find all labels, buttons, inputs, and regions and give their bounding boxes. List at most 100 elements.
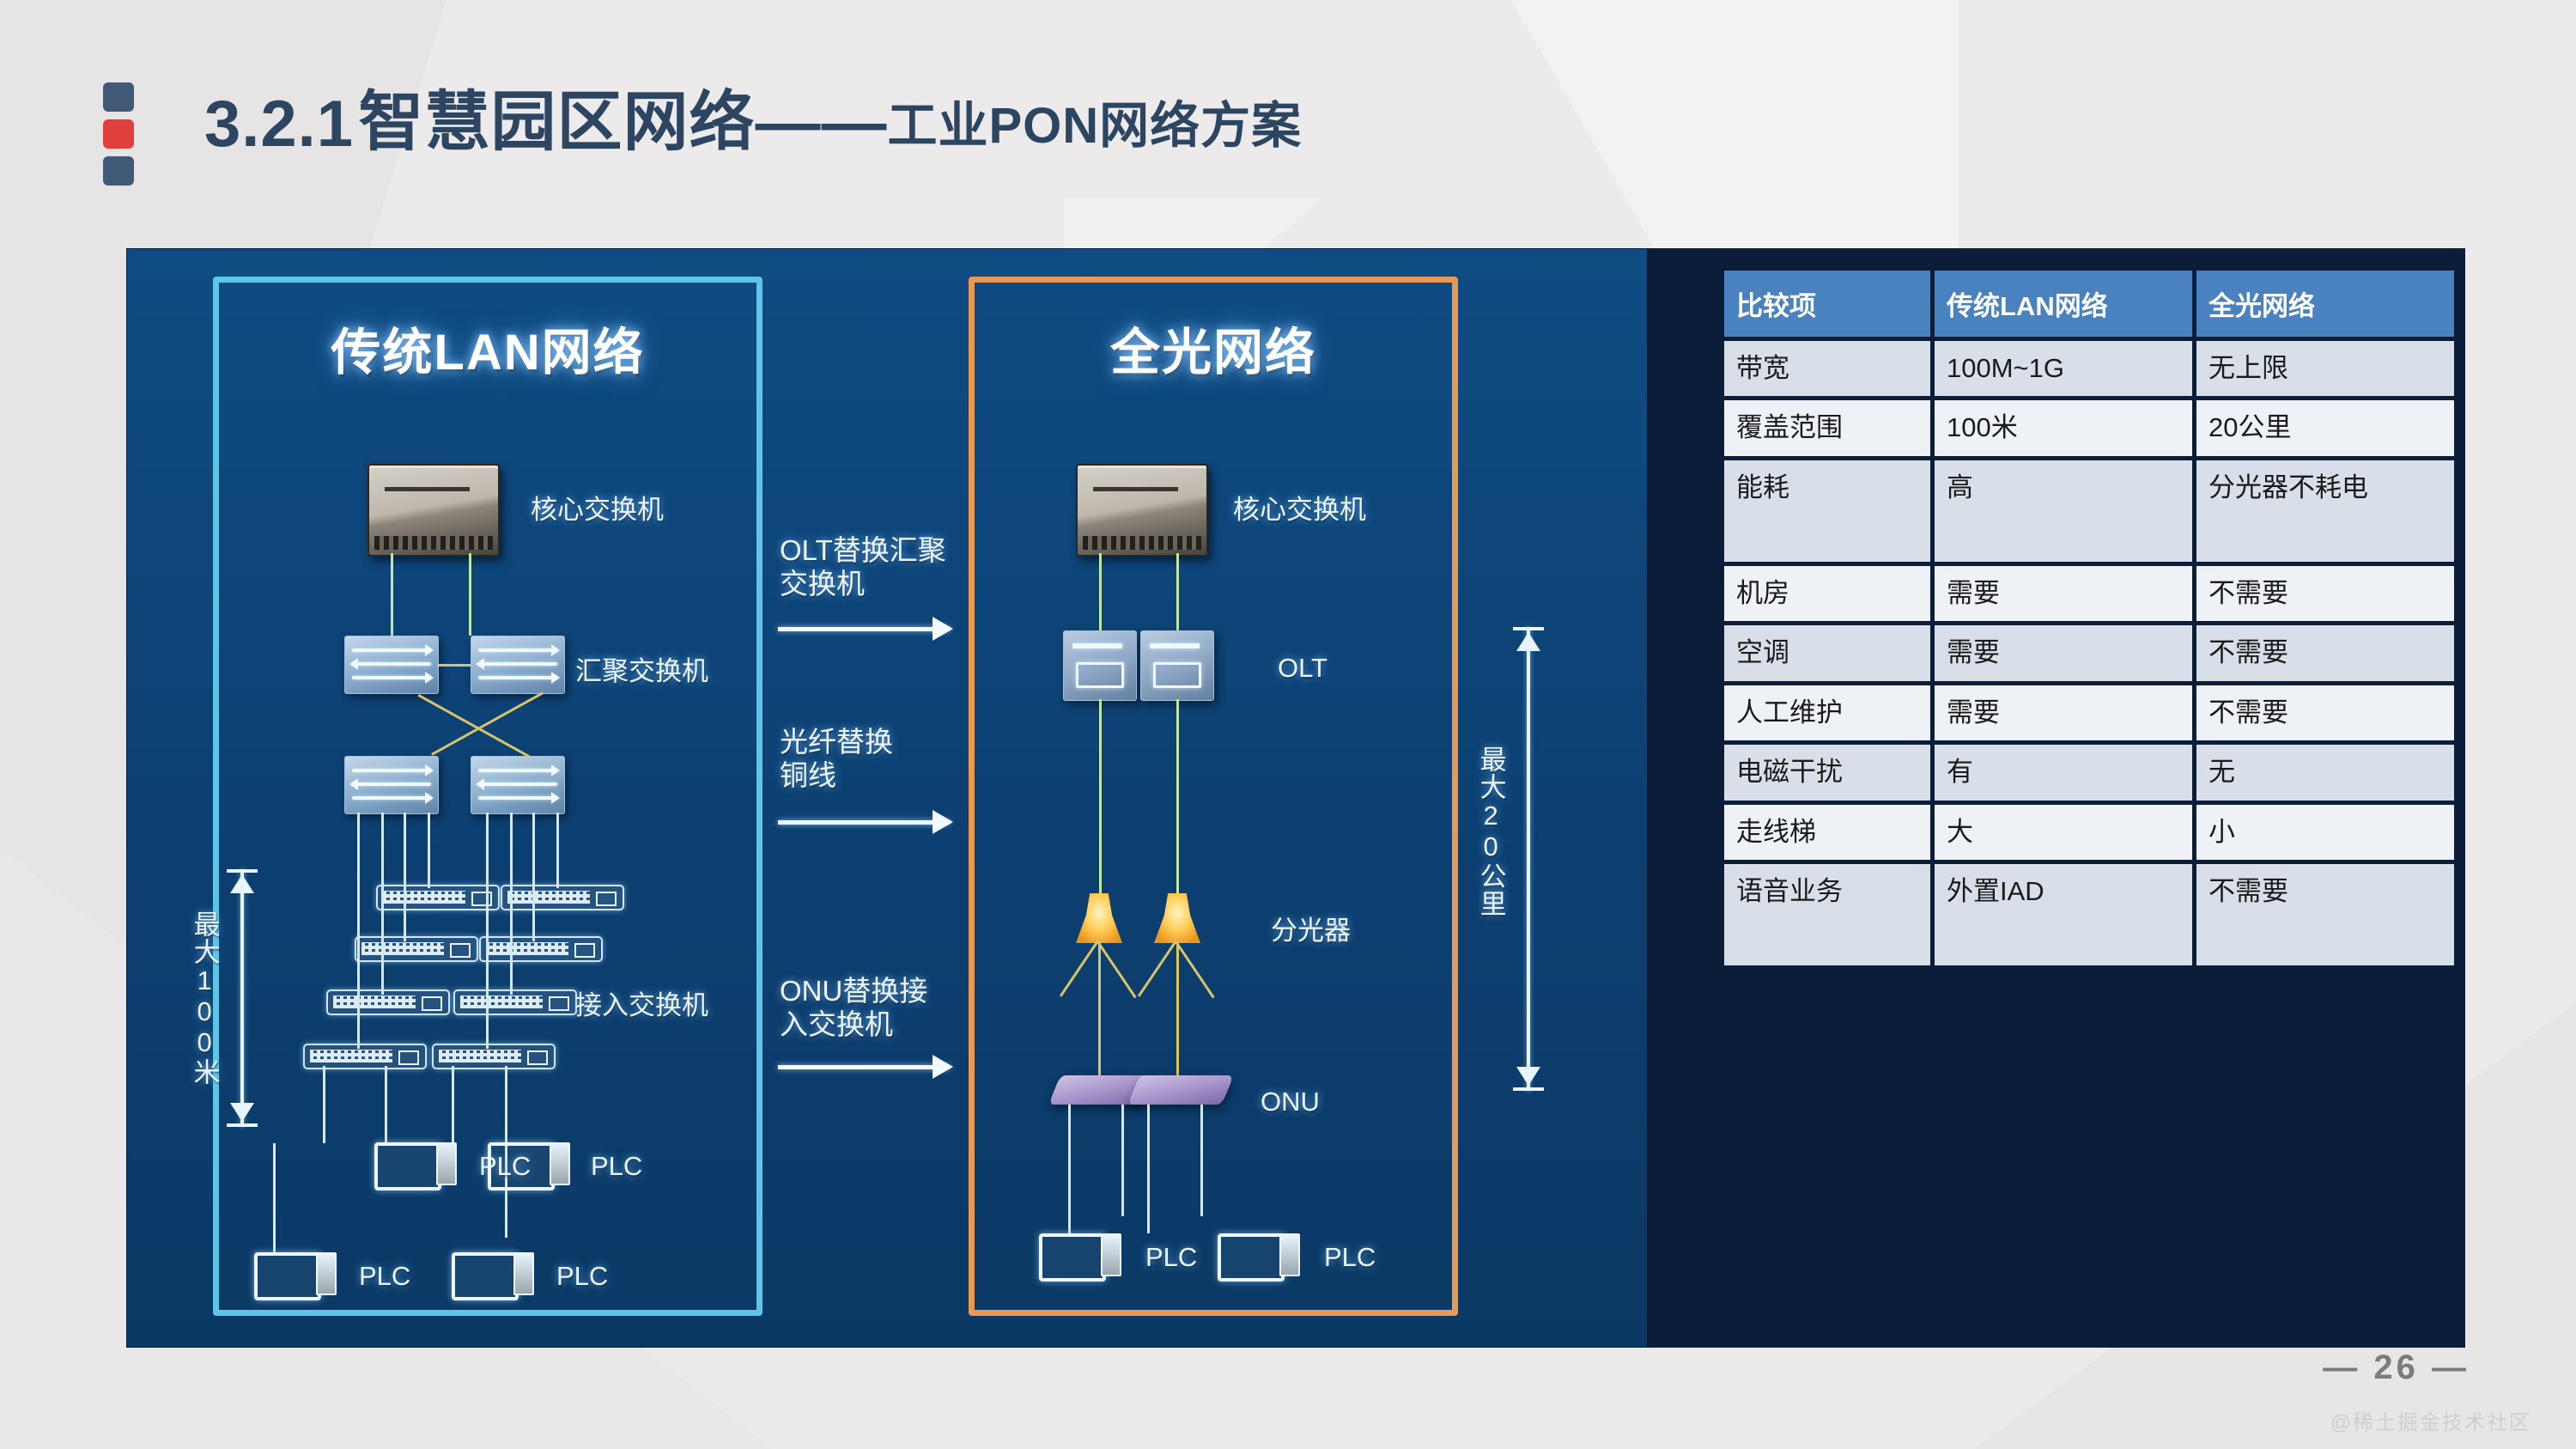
lan-drop-5 bbox=[486, 813, 489, 1049]
network-diagram: 传统LAN网络 核心交换机 汇聚交换机 接 bbox=[127, 249, 1647, 1347]
table-cell-optical: 20公里 bbox=[2196, 400, 2454, 456]
lan-drop-7 bbox=[532, 813, 535, 941]
slide-header: 3.2.1 智慧园区网络——工业PON网络方案 bbox=[0, 69, 2576, 186]
lan-drop-3 bbox=[404, 813, 406, 941]
lan-agg-switch-right-icon bbox=[471, 636, 565, 694]
table-row: 覆盖范围 100米 20公里 bbox=[1724, 400, 2454, 456]
olt-right-feeder bbox=[1176, 699, 1179, 897]
lan-access-switch-label: 接入交换机 bbox=[575, 990, 708, 1020]
table-cell-optical: 小 bbox=[2196, 804, 2454, 861]
table-cell-lan: 大 bbox=[1935, 804, 2192, 861]
lan-access-switch-5-icon bbox=[501, 885, 624, 910]
table-cell-lan: 100米 bbox=[1935, 400, 2192, 456]
lan-plc-wire-5 bbox=[273, 1143, 276, 1255]
optical-core-switch-label: 核心交换机 bbox=[1233, 495, 1366, 525]
lan-drop-4 bbox=[428, 813, 430, 888]
table-cell-item: 能耗 bbox=[1724, 460, 1930, 562]
table-row: 语音业务 外置IAD 不需要 bbox=[1724, 864, 2454, 966]
table-cell-optical: 分光器不耗电 bbox=[2196, 460, 2454, 562]
bullet-square-middle bbox=[103, 119, 134, 149]
lan-plc-4-label: PLC bbox=[556, 1261, 609, 1291]
table-header-row: 比较项 传统LAN网络 全光网络 bbox=[1724, 271, 2454, 337]
bullet-square-bottom bbox=[103, 156, 134, 186]
olt-label: OLT bbox=[1278, 653, 1327, 683]
table-cell-item: 语音业务 bbox=[1724, 864, 1930, 966]
lan-agg-switch-left-icon bbox=[344, 636, 439, 694]
table-cell-item: 覆盖范围 bbox=[1724, 400, 1930, 456]
lan-plc-1-icon bbox=[374, 1142, 457, 1190]
optical-plc-1-icon bbox=[1039, 1233, 1121, 1282]
lan-plc-wire-4 bbox=[505, 1066, 507, 1238]
table-cell-lan: 需要 bbox=[1935, 565, 2192, 622]
lan-core-link-left bbox=[391, 553, 393, 636]
table-cell-item: 走线梯 bbox=[1724, 804, 1930, 861]
lan-agg-interlink bbox=[437, 664, 471, 667]
migration-arrow-2-label: 光纤替换铜线 bbox=[780, 726, 893, 791]
lan-plc-2-icon bbox=[488, 1142, 570, 1190]
table-cell-lan: 高 bbox=[1935, 460, 2192, 562]
lan-plc-2-label: PLC bbox=[591, 1151, 643, 1181]
table-cell-optical: 无上限 bbox=[2196, 341, 2454, 397]
table-row: 走线梯 大 小 bbox=[1724, 804, 2454, 861]
table-row: 电磁干扰 有 无 bbox=[1724, 745, 2454, 801]
optical-distance-dimension bbox=[1513, 627, 1544, 1091]
lan-access-switch-2-icon bbox=[355, 936, 478, 962]
lan-access-switch-3-icon bbox=[326, 989, 450, 1015]
lan-plc-3-icon bbox=[254, 1252, 337, 1300]
page-title: 3.2.1 智慧园区网络——工业PON网络方案 bbox=[204, 69, 1302, 163]
olt-left-icon bbox=[1063, 630, 1137, 701]
lan-drop-6 bbox=[510, 813, 513, 995]
lan-plc-wire-3 bbox=[452, 1066, 454, 1143]
page-number: — 26 — bbox=[2323, 1349, 2470, 1386]
table-cell-lan: 100M~1G bbox=[1935, 341, 2192, 397]
comparison-table-wrapper: 比较项 传统LAN网络 全光网络 带宽 100M~1G 无上限 覆盖范围 100… bbox=[1720, 266, 2454, 970]
comparison-table: 比较项 传统LAN网络 全光网络 带宽 100M~1G 无上限 覆盖范围 100… bbox=[1720, 266, 2458, 970]
onu-label: ONU bbox=[1261, 1087, 1320, 1117]
table-header-optical: 全光网络 bbox=[2196, 271, 2454, 337]
table-cell-item: 带宽 bbox=[1724, 341, 1930, 397]
lan-core-switch-icon bbox=[368, 464, 500, 557]
lan-access-switch-1-icon bbox=[376, 885, 500, 910]
olt-left-feeder bbox=[1099, 699, 1102, 897]
all-optical-heading: 全光网络 bbox=[1109, 325, 1316, 381]
optical-plc-2-icon bbox=[1218, 1233, 1300, 1282]
splitter-right-downlink bbox=[1176, 941, 1179, 1079]
onu-right-icon bbox=[1127, 1075, 1234, 1105]
migration-arrow-1-icon bbox=[778, 617, 953, 641]
migration-arrow-3-icon bbox=[778, 1055, 953, 1079]
lan-access-switch-7-icon bbox=[453, 989, 577, 1015]
title-sub: 工业PON网络方案 bbox=[887, 98, 1303, 154]
lan-plc-wire-2 bbox=[385, 1066, 387, 1143]
table-row: 机房 需要 不需要 bbox=[1724, 565, 2454, 622]
onu-right-plc-wire-b bbox=[1200, 1105, 1203, 1216]
table-cell-item: 机房 bbox=[1724, 565, 1930, 622]
lan-agg-switch-label: 汇聚交换机 bbox=[575, 656, 708, 686]
watermark: @稀土掘金技术社区 bbox=[2330, 1411, 2531, 1434]
lan-access-switch-8-icon bbox=[432, 1044, 556, 1069]
lan-plc-3-label: PLC bbox=[359, 1261, 411, 1291]
table-row: 人工维护 需要 不需要 bbox=[1724, 685, 2454, 741]
splitter-label: 分光器 bbox=[1271, 916, 1351, 946]
content-panel: 传统LAN网络 核心交换机 汇聚交换机 接 bbox=[127, 249, 2464, 1347]
lan-drop-8 bbox=[556, 813, 559, 888]
table-cell-item: 空调 bbox=[1724, 625, 1930, 681]
table-cell-optical: 不需要 bbox=[2196, 685, 2454, 741]
lan-access-switch-4-icon bbox=[303, 1044, 427, 1069]
table-header-lan: 传统LAN网络 bbox=[1935, 271, 2192, 337]
splitter-left-downlink bbox=[1098, 941, 1101, 1079]
onu-right-plc-wire-a bbox=[1147, 1105, 1150, 1233]
optical-plc-1-label: PLC bbox=[1145, 1242, 1198, 1272]
lan-drop-2 bbox=[381, 813, 384, 995]
all-optical-group: 全光网络 bbox=[969, 277, 1458, 1316]
table-header-item: 比较项 bbox=[1724, 271, 1930, 337]
lan-tier2-switch-right-icon bbox=[471, 756, 565, 814]
table-cell-optical: 不需要 bbox=[2196, 565, 2454, 622]
traditional-lan-group: 传统LAN网络 bbox=[213, 277, 762, 1316]
optical-plc-2-label: PLC bbox=[1324, 1242, 1376, 1272]
traditional-lan-heading: 传统LAN网络 bbox=[331, 325, 645, 381]
optical-core-switch-icon bbox=[1076, 464, 1208, 557]
table-cell-item: 人工维护 bbox=[1724, 685, 1930, 741]
table-cell-lan: 需要 bbox=[1935, 685, 2192, 741]
table-cell-optical: 无 bbox=[2196, 745, 2454, 801]
title-number: 3.2.1 bbox=[204, 88, 355, 161]
